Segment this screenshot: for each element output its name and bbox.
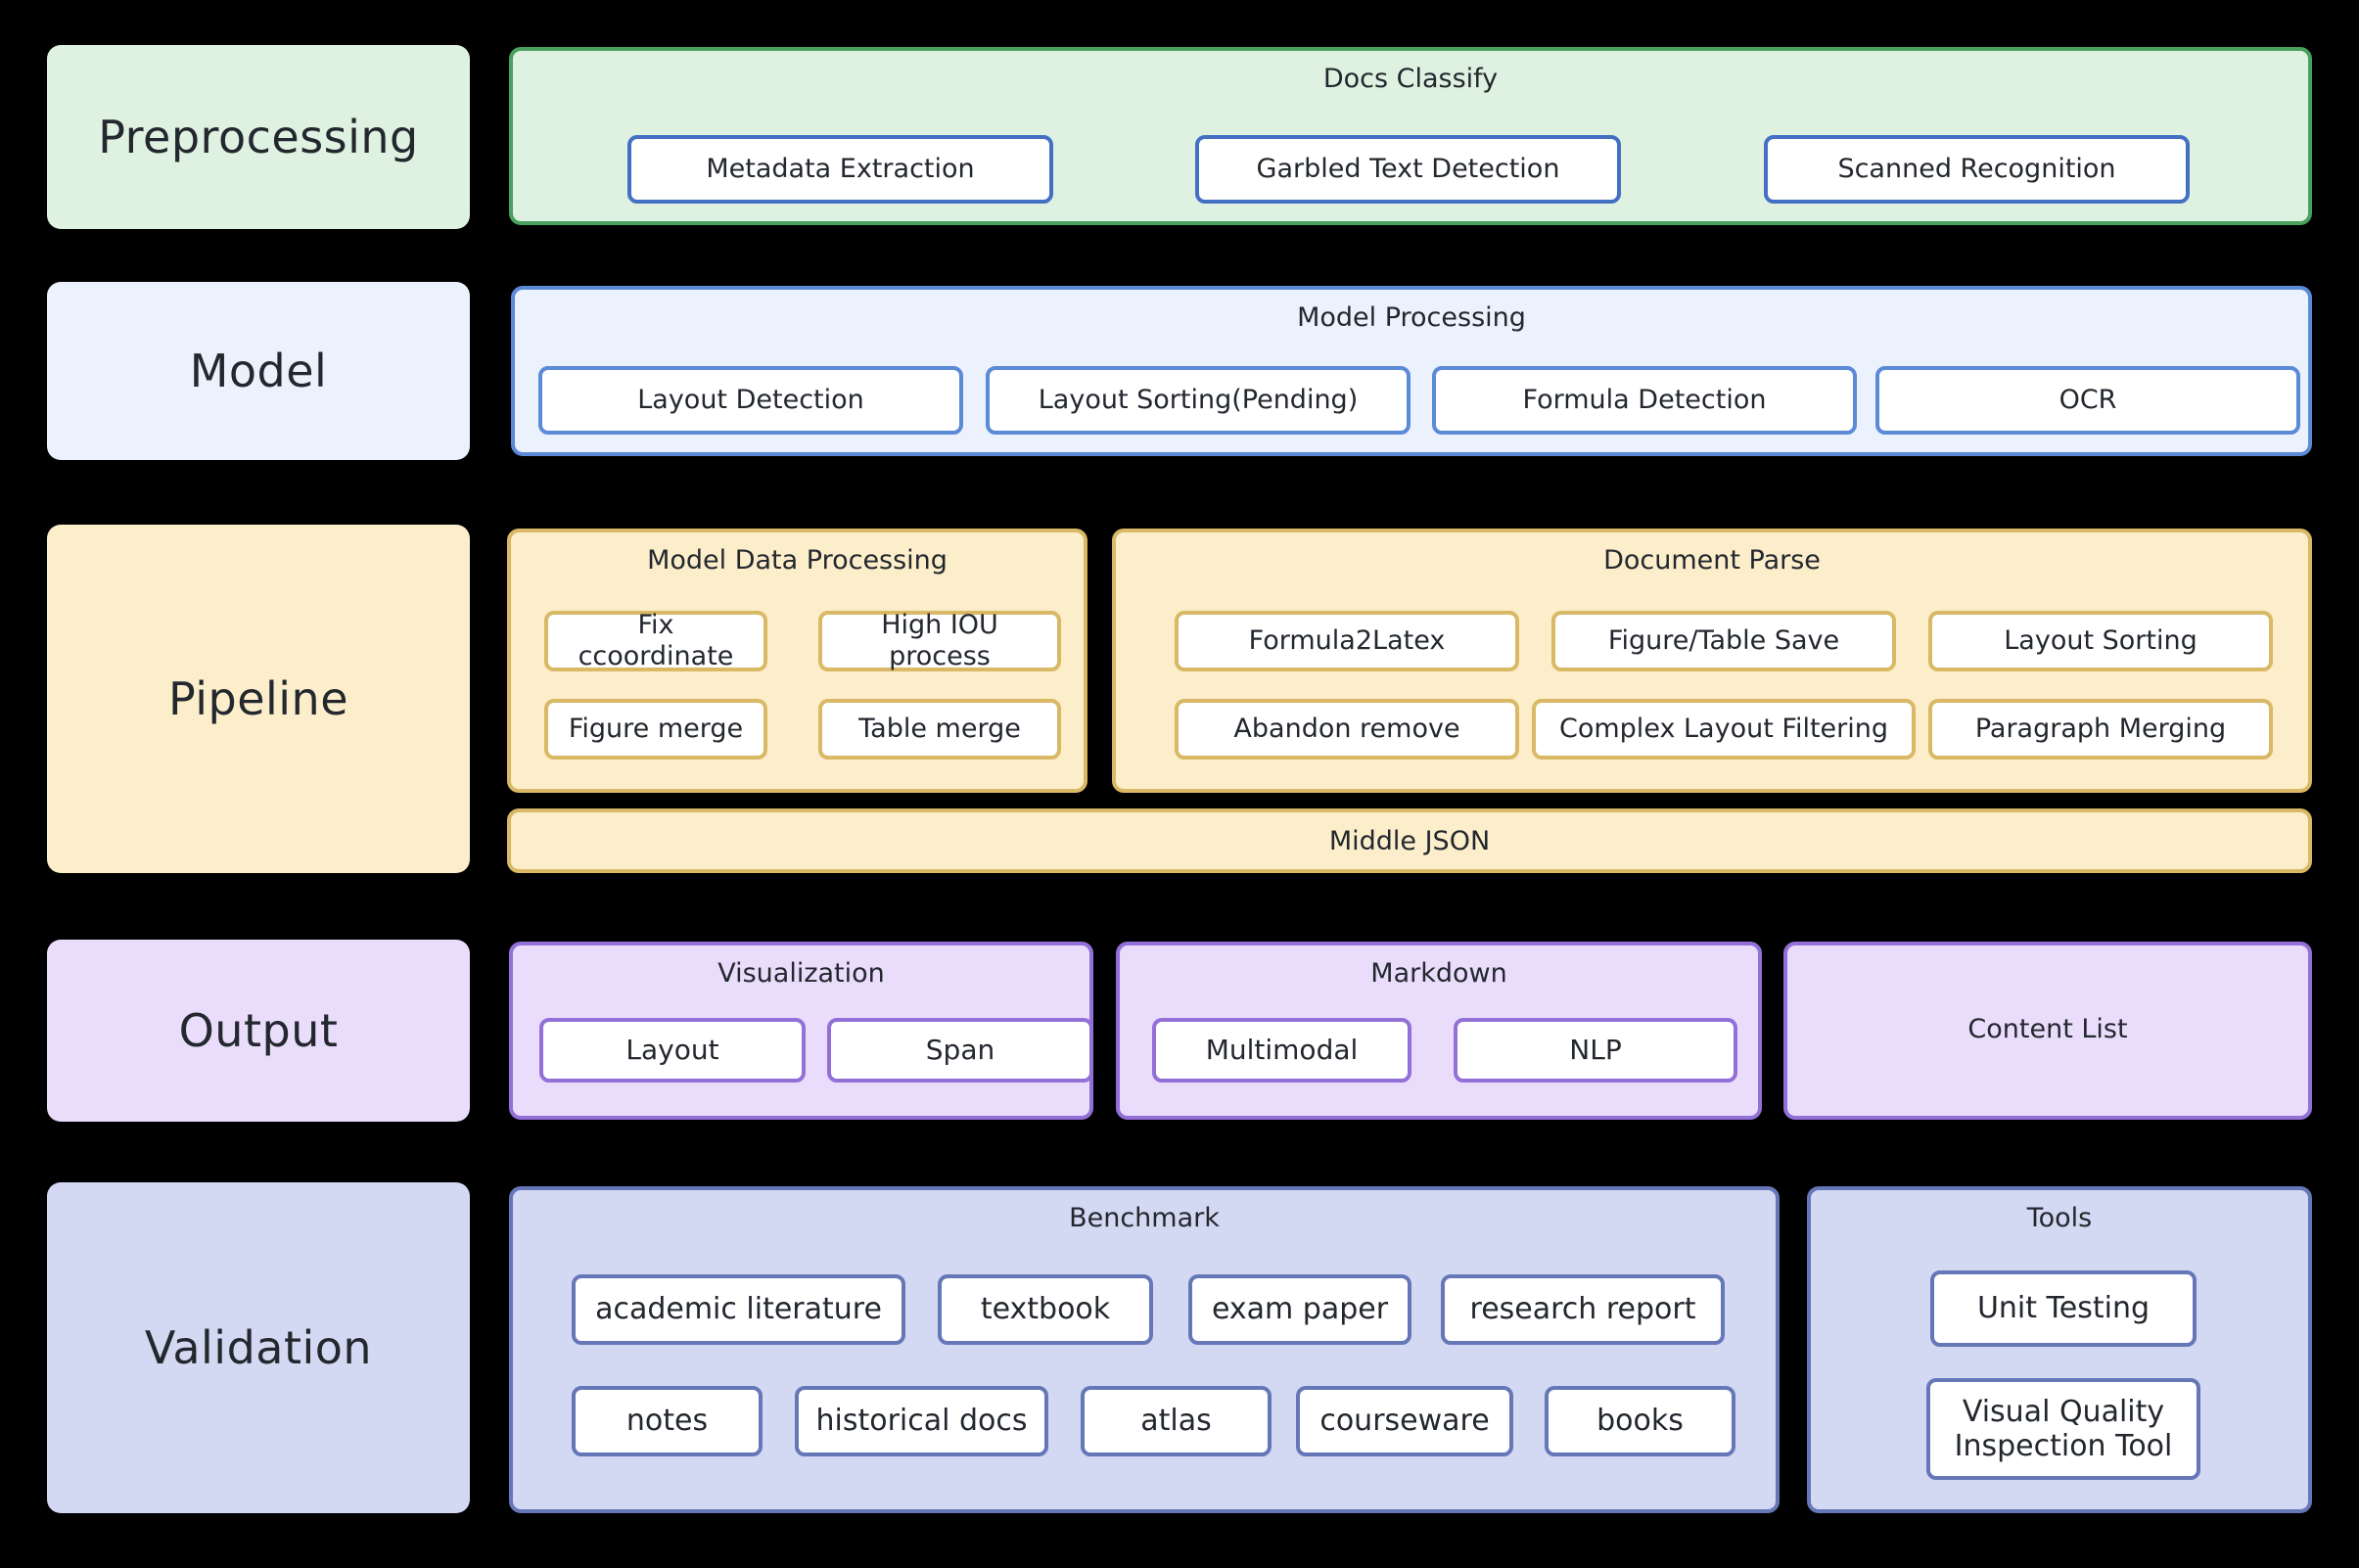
group-title-model-processing: Model Processing xyxy=(1297,302,1526,333)
chip-figure-table-save-label: Figure/Table Save xyxy=(1607,625,1840,657)
group-title-model-data-processing: Model Data Processing xyxy=(647,545,948,576)
chip-nlp-label: NLP xyxy=(1569,1034,1622,1067)
chip-courseware-label: courseware xyxy=(1319,1404,1490,1439)
chip-layout-detection[interactable]: Layout Detection xyxy=(538,366,963,435)
chip-formula-detection[interactable]: Formula Detection xyxy=(1432,366,1857,435)
group-model-data-processing: Model Data Processing Fix ccoordinate Hi… xyxy=(507,529,1087,793)
group-title-docs-classify: Docs Classify xyxy=(1322,64,1499,94)
chip-high-iou-process-label: High IOU process xyxy=(881,610,998,671)
chip-table-merge[interactable]: Table merge xyxy=(818,699,1061,760)
chip-fix-ccoordinate-label: Fix ccoordinate xyxy=(578,610,734,671)
chip-courseware[interactable]: courseware xyxy=(1296,1386,1513,1456)
chip-nlp[interactable]: NLP xyxy=(1454,1018,1737,1083)
chip-formula-detection-label: Formula Detection xyxy=(1522,385,1767,416)
chip-layout-sorting[interactable]: Layout Sorting xyxy=(1928,611,2273,671)
chip-multimodal[interactable]: Multimodal xyxy=(1152,1018,1411,1083)
chip-textbook-label: textbook xyxy=(980,1292,1111,1327)
chip-figure-table-save[interactable]: Figure/Table Save xyxy=(1551,611,1896,671)
stage-label-pipeline-text: Pipeline xyxy=(167,672,349,725)
group-title-content-list: Content List xyxy=(1967,1014,2128,1044)
chip-layout[interactable]: Layout xyxy=(539,1018,806,1083)
chip-high-iou-process[interactable]: High IOU process xyxy=(818,610,1061,671)
chip-research-report[interactable]: research report xyxy=(1441,1274,1725,1345)
chip-layout-sorting-pending[interactable]: Layout Sorting(Pending) xyxy=(986,366,1411,435)
chip-notes-label: notes xyxy=(625,1404,709,1439)
group-title-tools: Tools xyxy=(2026,1203,2093,1233)
group-model-processing: Model Processing Layout Detection Layout… xyxy=(511,286,2312,456)
chip-visual-quality-inspection-tool[interactable]: Visual Quality Inspection Tool xyxy=(1926,1378,2200,1480)
chip-figure-merge-label: Figure merge xyxy=(568,714,744,745)
chip-ocr-label: OCR xyxy=(2058,385,2117,416)
chip-multimodal-label: Multimodal xyxy=(1205,1034,1359,1067)
stage-label-output: Output xyxy=(47,940,470,1122)
chip-complex-layout-filtering[interactable]: Complex Layout Filtering xyxy=(1532,699,1916,760)
group-title-markdown: Markdown xyxy=(1370,958,1507,989)
group-markdown: Markdown Multimodal NLP xyxy=(1116,942,1762,1120)
stage-label-output-text: Output xyxy=(178,1004,339,1057)
chip-layout-label: Layout xyxy=(625,1034,719,1067)
chip-abandon-remove-label: Abandon remove xyxy=(1233,714,1460,745)
chip-academic-literature[interactable]: academic literature xyxy=(572,1274,905,1345)
chip-scanned-recognition[interactable]: Scanned Recognition xyxy=(1764,135,2190,204)
chip-garbled-text-detection-label: Garbled Text Detection xyxy=(1256,154,1560,185)
chip-abandon-remove[interactable]: Abandon remove xyxy=(1175,699,1519,760)
chip-exam-paper-label: exam paper xyxy=(1211,1292,1389,1327)
stage-label-pipeline: Pipeline xyxy=(47,525,470,873)
chip-layout-sorting-label: Layout Sorting xyxy=(2004,625,2197,657)
chip-table-merge-label: Table merge xyxy=(858,714,1021,745)
chip-atlas[interactable]: atlas xyxy=(1081,1386,1272,1456)
chip-paragraph-merging[interactable]: Paragraph Merging xyxy=(1928,699,2273,760)
group-content-list: Content List xyxy=(1783,942,2312,1120)
chip-books-label: books xyxy=(1596,1404,1684,1439)
stage-label-model: Model xyxy=(47,282,470,460)
group-benchmark: Benchmark academic literature textbook e… xyxy=(509,1186,1780,1513)
group-document-parse: Document Parse Formula2Latex Figure/Tabl… xyxy=(1112,529,2312,793)
chip-historical-docs[interactable]: historical docs xyxy=(795,1386,1048,1456)
chip-visual-quality-inspection-tool-label: Visual Quality Inspection Tool xyxy=(1954,1394,2173,1463)
chip-layout-detection-label: Layout Detection xyxy=(637,385,864,416)
chip-research-report-label: research report xyxy=(1469,1292,1696,1327)
stage-label-preprocessing-text: Preprocessing xyxy=(98,111,419,163)
chip-garbled-text-detection[interactable]: Garbled Text Detection xyxy=(1195,135,1621,204)
chip-span-label: Span xyxy=(925,1034,995,1067)
chip-ocr[interactable]: OCR xyxy=(1875,366,2300,435)
chip-fix-ccoordinate[interactable]: Fix ccoordinate xyxy=(544,610,767,671)
chip-scanned-recognition-label: Scanned Recognition xyxy=(1837,154,2116,185)
chip-metadata-extraction[interactable]: Metadata Extraction xyxy=(627,135,1053,204)
chip-layout-sorting-pending-label: Layout Sorting(Pending) xyxy=(1038,385,1359,416)
chip-paragraph-merging-label: Paragraph Merging xyxy=(1974,714,2227,745)
chip-span[interactable]: Span xyxy=(827,1018,1093,1083)
group-visualization: Visualization Layout Span xyxy=(509,942,1093,1120)
chip-complex-layout-filtering-label: Complex Layout Filtering xyxy=(1559,714,1888,745)
chip-exam-paper[interactable]: exam paper xyxy=(1188,1274,1411,1345)
chip-historical-docs-label: historical docs xyxy=(815,1404,1028,1439)
chip-textbook[interactable]: textbook xyxy=(938,1274,1153,1345)
chip-formula2latex[interactable]: Formula2Latex xyxy=(1175,611,1519,671)
chip-unit-testing[interactable]: Unit Testing xyxy=(1930,1270,2197,1347)
group-title-benchmark: Benchmark xyxy=(1069,1203,1220,1233)
group-title-visualization: Visualization xyxy=(717,958,885,989)
stage-label-preprocessing: Preprocessing xyxy=(47,45,470,229)
band-middle-json: Middle JSON xyxy=(507,808,2312,873)
chip-figure-merge[interactable]: Figure merge xyxy=(544,699,767,760)
group-title-document-parse: Document Parse xyxy=(1603,545,1821,576)
chip-academic-literature-label: academic literature xyxy=(595,1292,882,1327)
stage-label-validation-text: Validation xyxy=(144,1321,373,1374)
group-tools: Tools Unit Testing Visual Quality Inspec… xyxy=(1807,1186,2312,1513)
chip-atlas-label: atlas xyxy=(1140,1404,1212,1439)
chip-books[interactable]: books xyxy=(1545,1386,1735,1456)
chip-formula2latex-label: Formula2Latex xyxy=(1248,625,1446,657)
chip-notes[interactable]: notes xyxy=(572,1386,763,1456)
chip-metadata-extraction-label: Metadata Extraction xyxy=(706,154,975,185)
stage-label-model-text: Model xyxy=(189,345,328,397)
band-middle-json-label: Middle JSON xyxy=(1328,825,1491,856)
chip-unit-testing-label: Unit Testing xyxy=(1976,1291,2151,1326)
group-docs-classify: Docs Classify Metadata Extraction Garble… xyxy=(509,47,2312,225)
stage-label-validation: Validation xyxy=(47,1182,470,1513)
